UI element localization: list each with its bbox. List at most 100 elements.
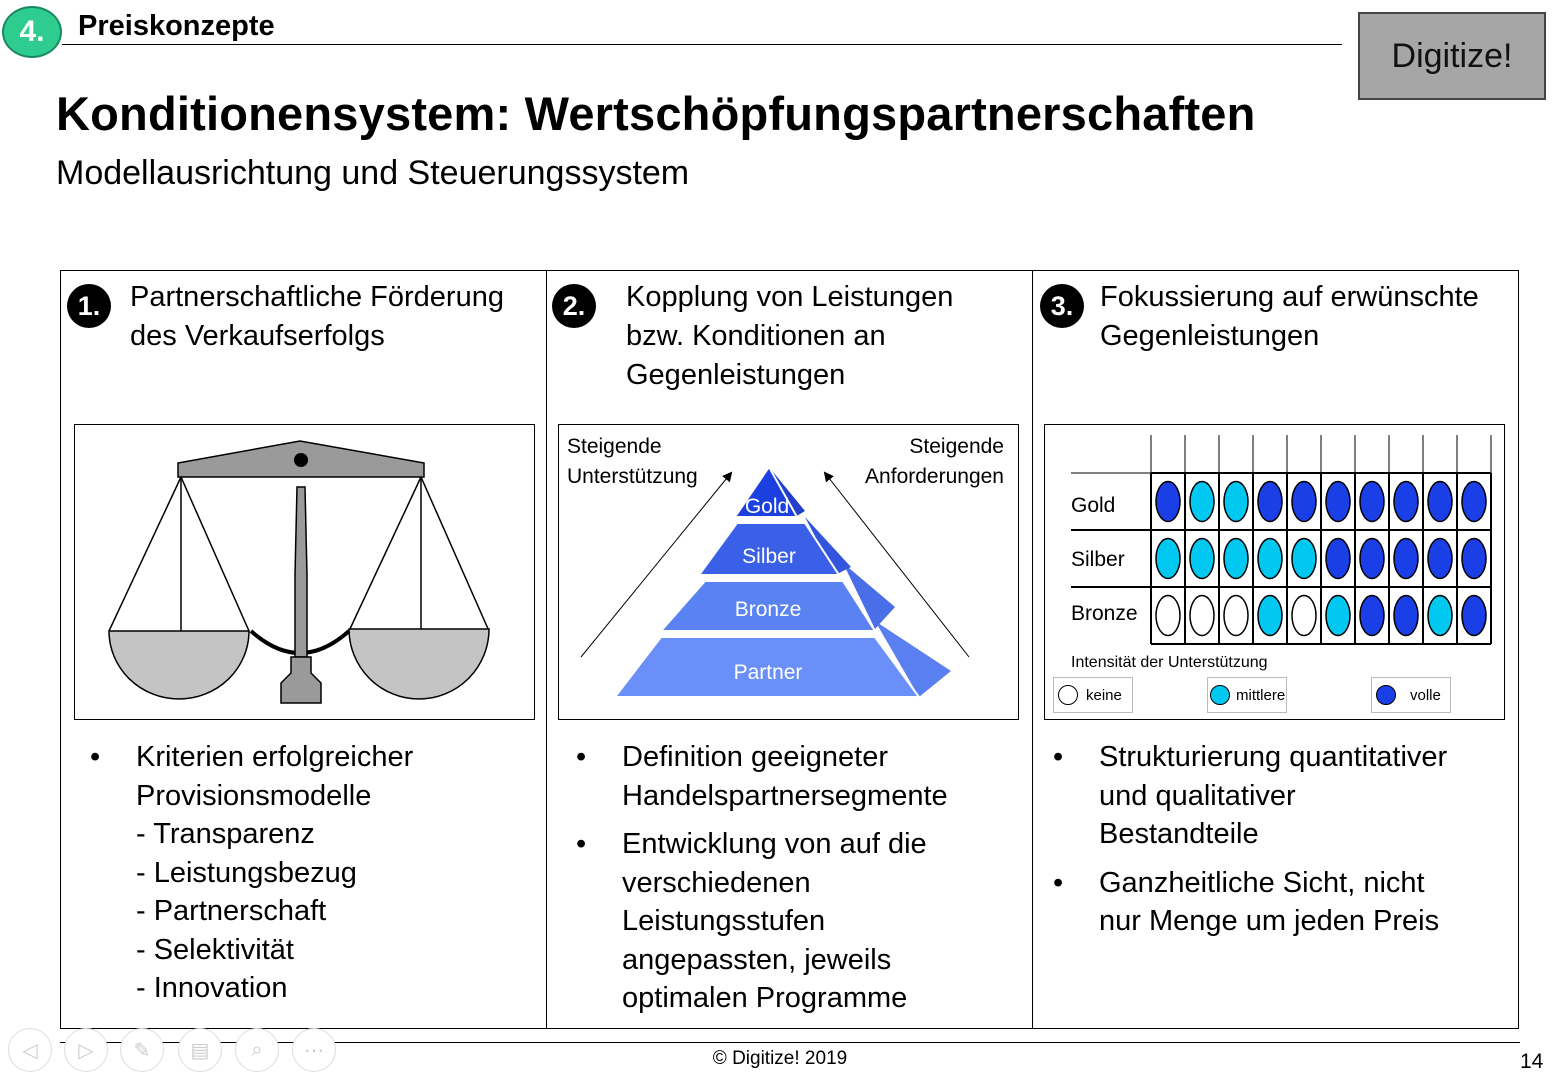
bullet-symbol: • [576, 828, 587, 860]
right-label-line: Steigende [909, 435, 1004, 458]
matrix-figure: Gold Silber Bronze Intensität der Unters… [1044, 424, 1505, 720]
pyramid-level-silber: Silber [742, 545, 796, 568]
bullet-line: Provisionsmodelle [136, 779, 372, 812]
matrix-cell-mittlere [1257, 537, 1283, 580]
matrix-cell-keine [1189, 594, 1215, 637]
bullet-item: • Definition geeigneter Handelspartnerse… [560, 738, 1026, 815]
matrix-cell-volle [1461, 480, 1487, 523]
bullet-line: - Innovation [136, 972, 288, 1004]
pyramid-diagram: Gold Silber Bronze Partner Steigende Unt… [567, 435, 1004, 698]
pen-button[interactable]: ✎ [120, 1028, 164, 1072]
matrix-cell-volle [1427, 480, 1453, 523]
heading-line: Gegenleistungen [626, 359, 846, 391]
bullet-line: Bestandteile [1099, 818, 1259, 850]
column-1-bullets: • Kriterien erfolgreicher Provisionsmode… [74, 738, 540, 1018]
heading-line: Gegenleistungen [1100, 320, 1320, 352]
bullet-symbol: • [1053, 741, 1064, 773]
page-subtitle: Modellausrichtung und Steuerungssystem [56, 154, 690, 192]
column-3-heading: Fokussierung auf erwünschte Gegenleistun… [1100, 278, 1479, 356]
slides-icon: ▤ [190, 1039, 210, 1062]
matrix-cell-mittlere [1427, 594, 1453, 637]
matrix-cell-mittlere [1189, 480, 1215, 523]
bullet-item: • Kriterien erfolgreicher Provisionsmode… [74, 738, 540, 1008]
matrix-row-label: Silber [1071, 548, 1125, 571]
heading-line: bzw. Konditionen an [626, 320, 886, 352]
matrix-cell-mittlere [1223, 480, 1249, 523]
bullet-line: Ganzheitliche Sicht, nicht [1099, 866, 1425, 899]
pyramid-level-bronze: Bronze [735, 598, 802, 621]
bullet-line: Kriterien erfolgreicher [136, 741, 414, 773]
pyramid-level-partner: Partner [734, 661, 803, 684]
bullet-line: Handelspartnersegmente [622, 779, 948, 812]
previous-slide-button[interactable]: ◁ [8, 1028, 52, 1072]
more-options-button[interactable]: ⋯ [292, 1028, 336, 1072]
bullet-line: - Selektivität [136, 933, 294, 966]
zoom-icon: ⌕ [251, 1038, 263, 1061]
matrix-cell-volle [1393, 480, 1419, 523]
bullet-line: Strukturierung quantitativer [1099, 741, 1448, 773]
matrix-cell-volle [1325, 537, 1351, 580]
next-slide-button[interactable]: ▷ [64, 1028, 108, 1072]
heading-line: Fokussierung auf erwünschte [1100, 281, 1479, 313]
legend-swatch-mittlere [1210, 685, 1230, 705]
bullet-item: • Ganzheitliche Sicht, nicht nur Menge u… [1037, 864, 1515, 941]
column-1-number-badge: 1. [67, 284, 111, 328]
column-1-heading: Partnerschaftliche Förderung des Verkauf… [130, 278, 504, 356]
matrix-cell-keine [1155, 594, 1181, 637]
bullet-line: Leistungsstufen [622, 905, 826, 937]
matrix-cell-volle [1155, 480, 1181, 523]
more-icon: ⋯ [304, 1039, 324, 1062]
matrix-cell-mittlere [1223, 537, 1249, 580]
heading-line: Partnerschaftliche Förderung [130, 281, 504, 313]
copyright-text: © Digitize! 2019 [712, 1048, 848, 1069]
bullet-line: - Partnerschaft [136, 895, 327, 927]
heading-line: des Verkaufserfolgs [130, 320, 385, 352]
legend-item-volle: volle [1371, 677, 1451, 713]
matrix-cell-volle [1461, 594, 1487, 637]
matrix-cell-volle [1427, 537, 1453, 580]
matrix-cell-volle [1359, 537, 1385, 580]
matrix-cell-mittlere [1291, 537, 1317, 580]
heading-line: Kopplung von Leistungen [626, 281, 954, 313]
legend-item-mittlere: mittlere [1207, 677, 1287, 713]
bullet-line: verschiedenen [622, 866, 811, 899]
balance-scale-icon [108, 440, 490, 704]
page-title: Konditionensystem: Wertschöpfungspartner… [56, 87, 1256, 140]
bullet-line: optimalen Programme [622, 982, 908, 1014]
pyramid-level-gold: Gold [745, 495, 789, 518]
previous-icon: ◁ [22, 1039, 38, 1062]
zoom-button[interactable]: ⌕ [235, 1028, 279, 1072]
legend-label: mittlere [1236, 686, 1286, 704]
bullet-line: Definition geeigneter [622, 741, 889, 773]
legend-label: keine [1086, 686, 1122, 704]
matrix-row-label: Gold [1071, 494, 1115, 517]
column-3-number-badge: 3. [1040, 284, 1084, 328]
header-divider [62, 44, 1342, 45]
matrix-cell-keine [1223, 594, 1249, 637]
bullet-symbol: • [1053, 866, 1064, 899]
next-icon: ▷ [78, 1039, 94, 1062]
matrix-cell-volle [1291, 480, 1317, 523]
left-label-line: Unterstützung [567, 465, 698, 488]
column-divider [1032, 270, 1033, 1029]
bullet-line: Entwicklung von auf die [622, 828, 927, 860]
footer-divider [60, 1042, 1520, 1043]
scale-figure [74, 424, 535, 720]
column-3-bullets: • Strukturierung quantitativer und quali… [1037, 738, 1515, 951]
bullet-line: angepassten, jeweils [622, 943, 892, 976]
matrix-caption: Intensität der Unterstützung [1071, 654, 1268, 671]
section-number-badge: 4. [2, 6, 62, 58]
left-label-line: Steigende [567, 435, 662, 458]
pyramid-figure: Gold Silber Bronze Partner Steigende Unt… [558, 424, 1019, 720]
matrix-cell-volle [1461, 537, 1487, 580]
legend-swatch-volle [1376, 685, 1396, 705]
slides-overview-button[interactable]: ▤ [178, 1028, 222, 1072]
content-table [60, 270, 1519, 1029]
matrix-cell-volle [1359, 480, 1385, 523]
pen-icon: ✎ [133, 1039, 151, 1062]
column-divider [546, 270, 547, 1029]
support-matrix: Gold Silber Bronze Intensität der Unters… [1071, 435, 1492, 671]
legend-item-keine: keine [1053, 677, 1133, 713]
matrix-cell-mittlere [1325, 594, 1351, 637]
bullet-line: und qualitativer [1099, 779, 1296, 812]
